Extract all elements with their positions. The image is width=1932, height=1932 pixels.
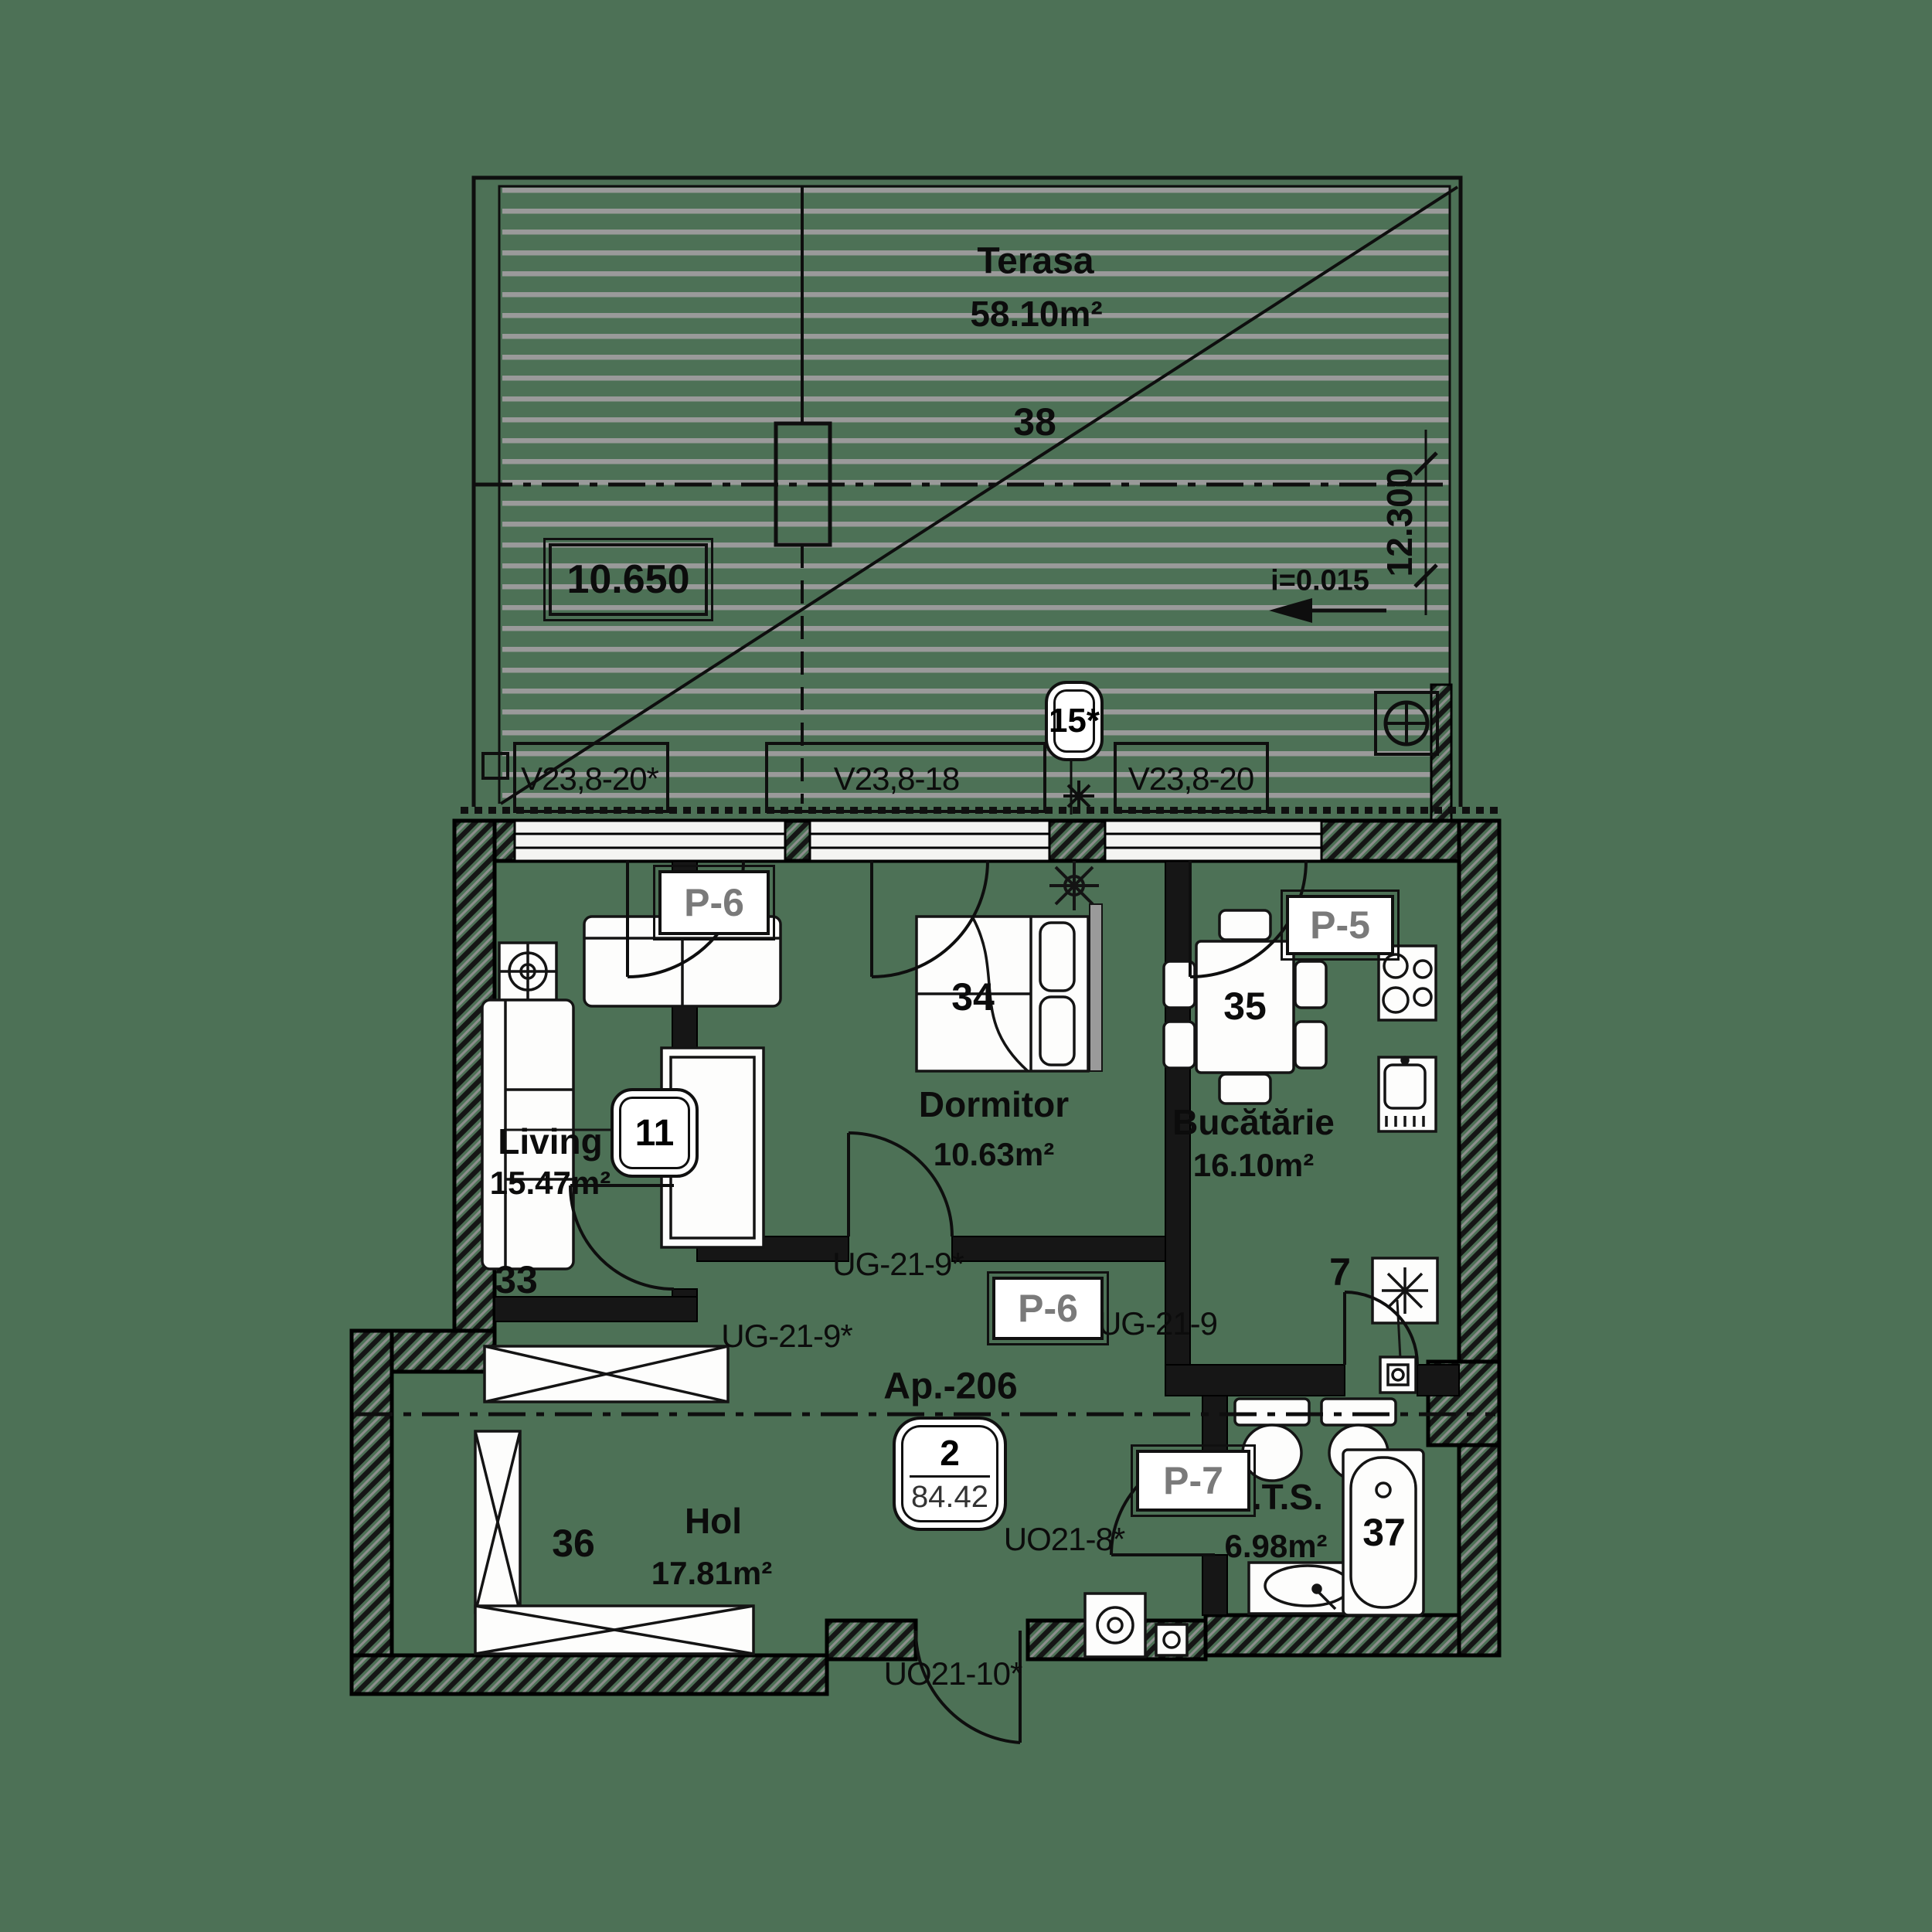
terrace	[471, 175, 1463, 833]
living-furniture	[481, 915, 782, 1270]
flower-icon	[1063, 781, 1094, 811]
door-living-hol	[569, 1184, 675, 1291]
bedroom-name: Dormitor	[918, 1084, 1070, 1124]
panel-p6-living: P-6	[653, 865, 775, 940]
kitchen-number: 35	[1223, 985, 1267, 1028]
window-2	[808, 819, 1051, 862]
panel-p7-gts: P-7	[1131, 1444, 1256, 1517]
hol-furniture	[474, 1345, 1189, 1658]
kitchen-fixture-number: 7	[1329, 1250, 1351, 1294]
ceiling-light-icon	[1371, 1257, 1439, 1359]
panel-label: P-7	[1163, 1459, 1223, 1502]
kitchen-sink-icon	[1377, 1056, 1437, 1133]
window-3	[1104, 819, 1323, 862]
apartment-badge: 2 84.42	[893, 1417, 1007, 1531]
window-code-1: V23,8-20*	[521, 760, 659, 797]
window-badge-label: 15*	[1048, 702, 1100, 740]
entrance-door	[913, 1630, 1022, 1744]
door-code-uo218: UO21-8*	[1003, 1521, 1125, 1557]
terrace-slope-diagonal	[499, 185, 1459, 805]
chair-icon	[1294, 960, 1328, 1009]
panel-p5-kitchen: P-5	[1281, 889, 1400, 961]
apartment-room-count: 2	[940, 1433, 960, 1474]
kitchen-area: 16.10m²	[1192, 1147, 1315, 1183]
bedroom-area: 10.63m²	[933, 1136, 1055, 1172]
living-name: Living	[498, 1121, 603, 1162]
terrace-door-kitchen	[1189, 860, 1308, 978]
door-code-ug219s-a: UG-21-9*	[832, 1246, 964, 1282]
bathtub-icon	[1342, 1448, 1425, 1617]
panel-p6-hol: P-6	[987, 1271, 1109, 1345]
radiator-icon	[1089, 903, 1103, 1072]
floor-drain-small-icon	[1155, 1623, 1189, 1657]
door-code-ug219: UG-21-9	[1097, 1305, 1218, 1342]
bathroom-furniture	[1233, 1397, 1425, 1617]
washing-machine-icon	[1083, 1592, 1147, 1658]
kitchen-name: Bucătărie	[1172, 1102, 1335, 1142]
panel-label: P-6	[684, 881, 744, 924]
chair-icon	[1218, 909, 1272, 941]
door-code-uo2110: UO21-10*	[883, 1655, 1023, 1692]
level-value: 10.650	[566, 557, 690, 602]
terrace-area: 58.10m²	[970, 294, 1103, 334]
panel-label: P-6	[1018, 1287, 1078, 1330]
hol-area: 17.81m²	[651, 1555, 773, 1591]
stove-icon	[1377, 944, 1437, 1022]
bath-number: 37	[1362, 1511, 1406, 1554]
bedroom-number: 34	[951, 975, 995, 1019]
bedroom-furniture	[915, 861, 1103, 1073]
pillow-icon	[1039, 995, 1076, 1066]
chair-icon	[1162, 1020, 1196, 1070]
window-badge-15: 15*	[1045, 681, 1104, 761]
chair-icon	[1162, 960, 1196, 1009]
window-1	[513, 819, 787, 862]
wardrobe-icon	[483, 1345, 730, 1403]
item-badge-11: 11	[611, 1088, 699, 1178]
door-code-ug219s-b: UG-21-9*	[721, 1318, 852, 1354]
chair-icon	[1294, 1020, 1328, 1070]
pillow-icon	[1039, 921, 1076, 992]
terrace-name: Terasa	[977, 240, 1094, 282]
living-number: 33	[495, 1258, 538, 1301]
terrace-door-bedroom	[870, 860, 989, 978]
plant-icon	[1049, 861, 1099, 910]
exterior-walls	[349, 804, 1502, 1696]
terrace-number: 38	[1013, 400, 1056, 444]
insulation-strip	[454, 804, 1499, 818]
door-bedroom-hol	[847, 1131, 954, 1237]
apartment-total-area: 84.42	[910, 1479, 989, 1514]
level-marker: 10.650	[543, 538, 713, 621]
slope-label: i=0.015	[1270, 564, 1369, 597]
apartment-label: Ap.-206	[883, 1366, 1018, 1407]
windows-glazing	[513, 819, 1323, 862]
panel-label: P-5	[1310, 903, 1370, 947]
gts-area: 6.98m²	[1224, 1528, 1328, 1564]
drain-box-icon	[1379, 1355, 1417, 1394]
wardrobe-icon	[474, 1430, 522, 1614]
dimension-12300: 12.300	[1379, 468, 1420, 577]
chair-icon	[1218, 1073, 1272, 1105]
hol-name: Hol	[684, 1501, 743, 1541]
living-area: 15.47m²	[489, 1165, 611, 1201]
door-kitchen	[1343, 1291, 1419, 1366]
wardrobe-icon	[474, 1604, 755, 1655]
hol-number: 36	[552, 1522, 595, 1565]
window-code-3: V23,8-20	[1128, 760, 1254, 797]
item-badge-label: 11	[634, 1112, 675, 1154]
window-code-2: V23,8-18	[833, 760, 960, 797]
